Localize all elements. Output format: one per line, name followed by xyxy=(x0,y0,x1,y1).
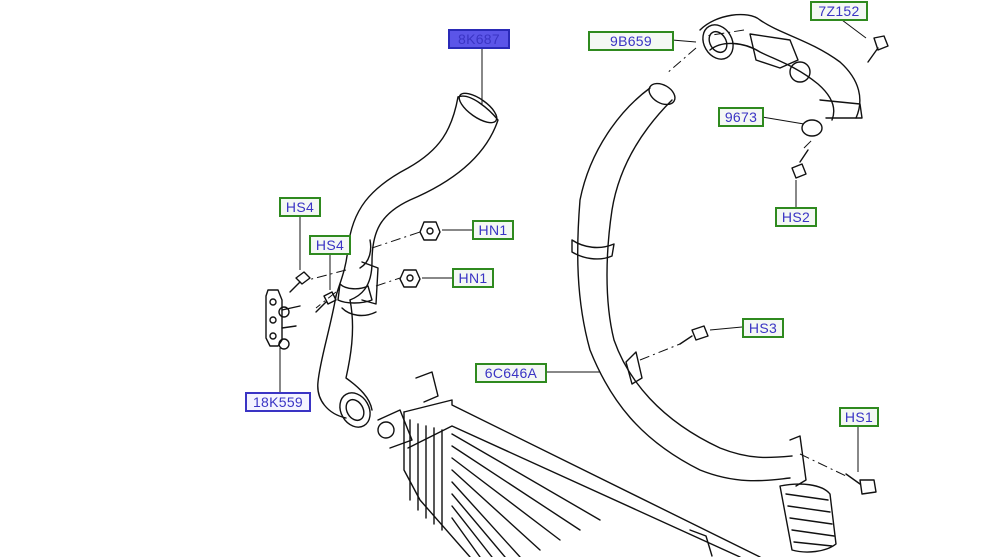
bolt-hs3 xyxy=(679,325,709,345)
callout-8k687[interactable]: 8K687 xyxy=(448,29,510,49)
callout-hn1-lower[interactable]: HN1 xyxy=(452,268,494,288)
callout-9b659[interactable]: 9B659 xyxy=(588,31,674,51)
callout-9673[interactable]: 9673 xyxy=(718,107,764,127)
intercooler-part xyxy=(377,371,761,557)
callout-hs3[interactable]: HS3 xyxy=(742,318,784,338)
upper-duct-part xyxy=(699,13,863,121)
leader-lines xyxy=(279,19,867,472)
bolt-hs4-upper xyxy=(289,271,311,293)
o-ring-part xyxy=(801,119,823,137)
callout-18k559[interactable]: 18K559 xyxy=(245,392,311,412)
callout-hs1[interactable]: HS1 xyxy=(839,407,879,427)
callout-hs4-upper[interactable]: HS4 xyxy=(279,197,321,217)
nut-hn1-upper xyxy=(419,221,441,241)
bolt-hs4-lower xyxy=(315,291,337,313)
callout-hs4-lower[interactable]: HS4 xyxy=(309,235,351,255)
bracket-part xyxy=(265,289,301,350)
bolt-hs1 xyxy=(845,473,877,495)
callout-7z152[interactable]: 7Z152 xyxy=(810,1,868,21)
nut-hn1-lower xyxy=(399,269,421,288)
intake-hose-part xyxy=(317,92,499,428)
bolt-hs2 xyxy=(791,149,809,179)
outlet-hose-part xyxy=(571,82,837,553)
dashed-axis-lines xyxy=(307,29,847,477)
callout-hs2[interactable]: HS2 xyxy=(775,207,817,227)
bolt-7z152 xyxy=(867,35,889,63)
callout-hn1-upper[interactable]: HN1 xyxy=(472,220,514,240)
callout-6c646a[interactable]: 6C646A xyxy=(475,363,547,383)
